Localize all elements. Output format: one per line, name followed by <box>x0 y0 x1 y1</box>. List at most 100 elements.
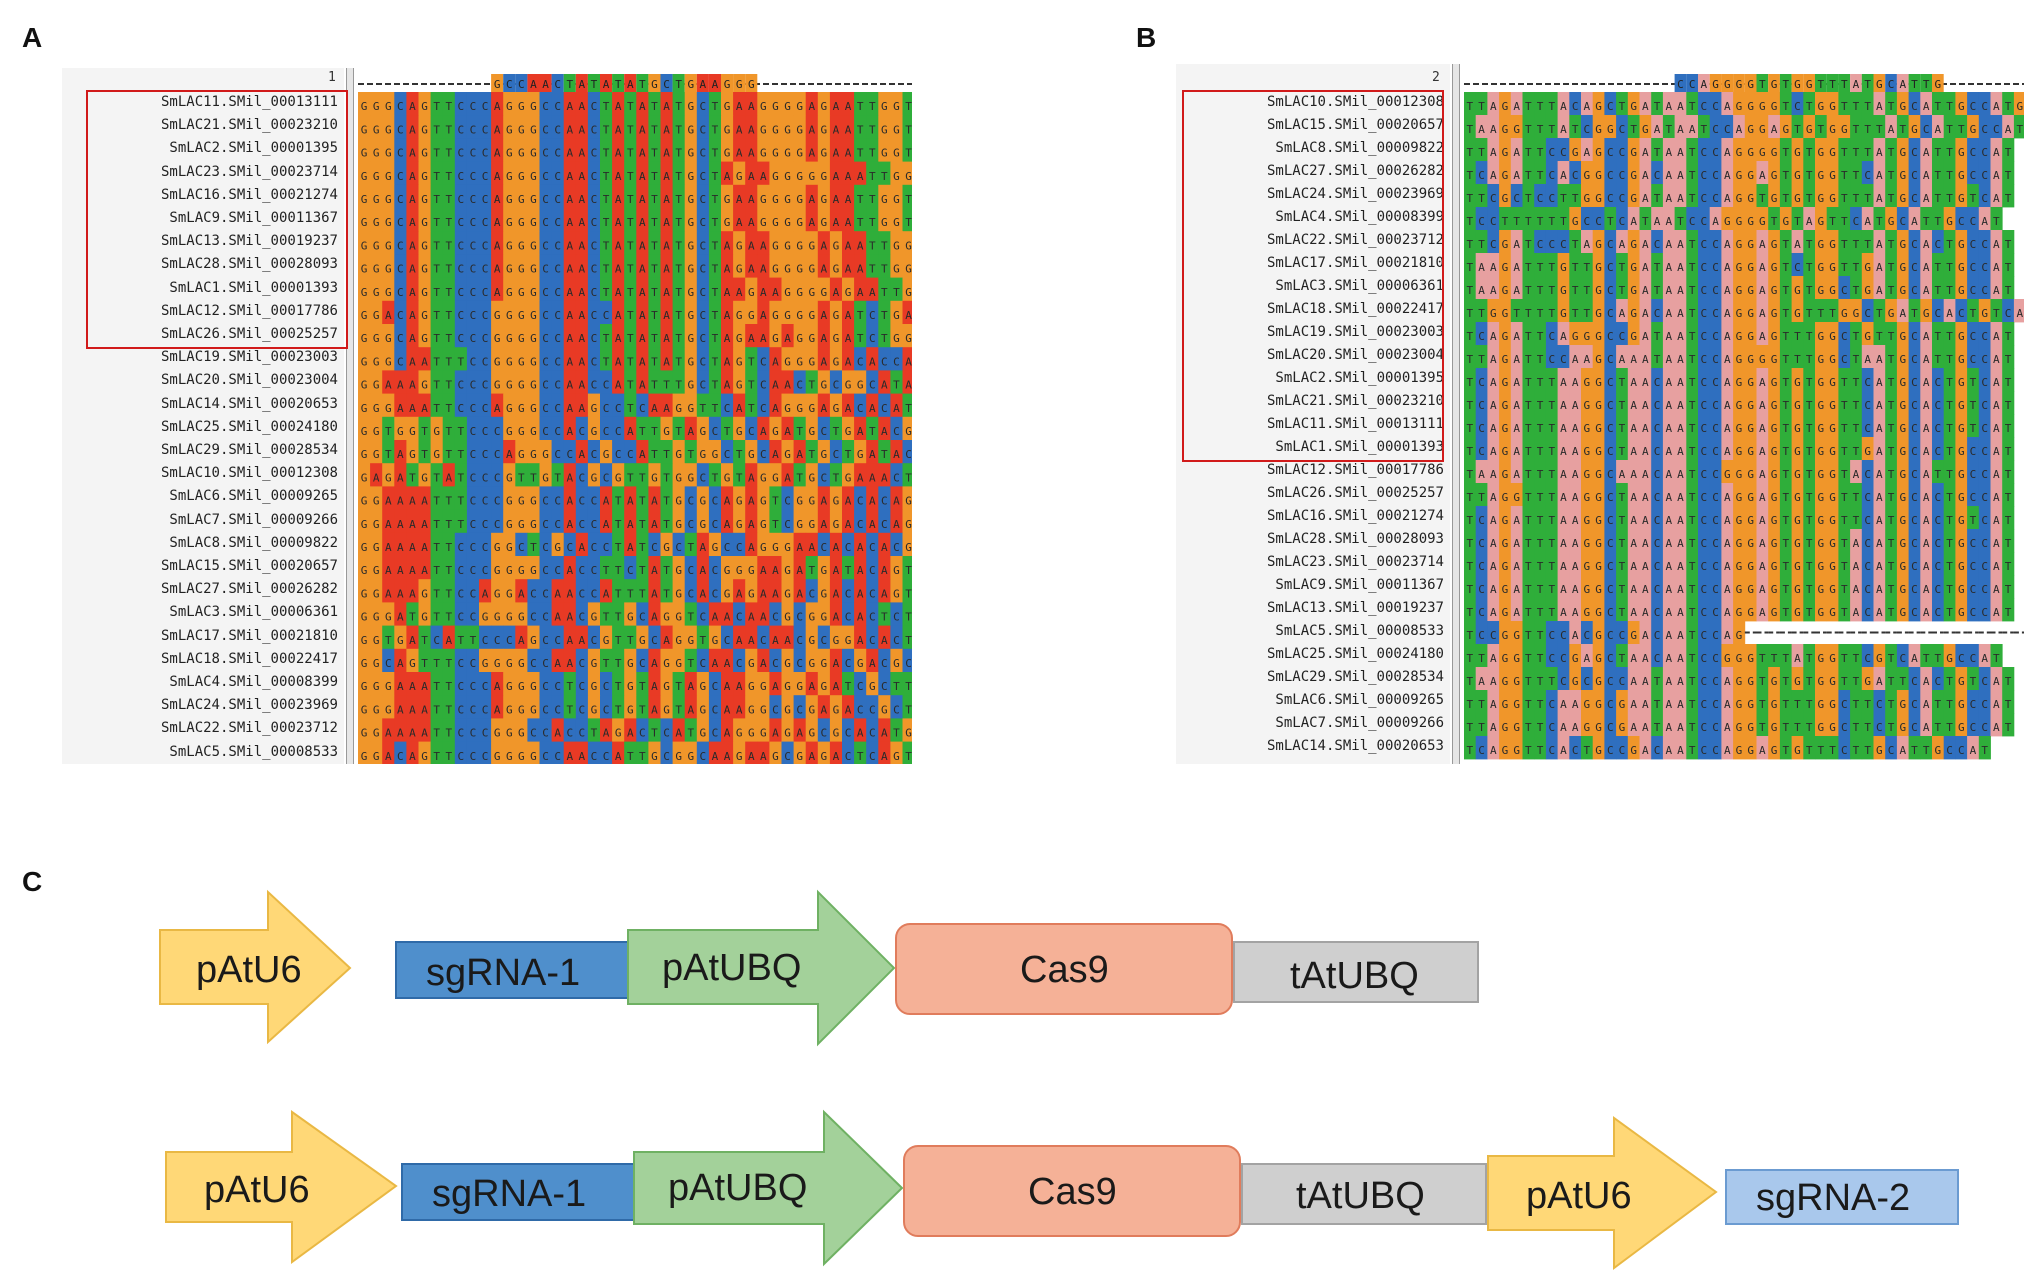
base-letter: C <box>470 170 477 183</box>
base-cell <box>454 161 468 186</box>
sequence-name[interactable]: SmLAC28.SMil_00028093 <box>160 256 338 273</box>
sequence-name[interactable]: SmLAC27.SMil_00026282 <box>160 581 338 598</box>
base-cell <box>878 115 891 139</box>
sequence-name[interactable]: SmLAC7.SMil_00009266 <box>169 511 338 528</box>
sequence-name[interactable]: SmLAC13.SMil_00019237 <box>160 233 338 250</box>
base-letter: C <box>554 147 561 160</box>
base-cell <box>890 184 903 209</box>
base-letter: A <box>494 100 501 113</box>
sequence-name[interactable]: SmLAC10.SMil_00012308 <box>160 465 338 482</box>
base-letter: C <box>554 216 561 229</box>
sequence-name[interactable]: SmLAC6.SMil_00009265 <box>169 488 338 505</box>
base-cell <box>418 115 431 139</box>
base-cell <box>842 184 855 209</box>
sequence-name[interactable]: SmLAC11.SMil_00013111 <box>160 94 338 110</box>
base-cell <box>527 231 540 255</box>
sequence-name[interactable]: SmLAC20.SMil_00023004 <box>160 372 338 389</box>
base-cell <box>382 184 395 209</box>
sequence-name[interactable]: SmLAC9.SMil_00011367 <box>169 210 338 226</box>
base-cell <box>817 231 831 255</box>
base-cell <box>491 231 504 255</box>
base-letter: A <box>615 170 622 183</box>
base-letter: C <box>700 216 707 229</box>
sequence-name[interactable]: SmLAC29.SMil_00028534 <box>160 442 338 458</box>
base-cell <box>382 208 395 232</box>
base-letter: A <box>639 263 646 276</box>
sequence-name[interactable]: SmLAC16.SMil_00021274 <box>160 186 338 203</box>
base-letter: A <box>409 239 416 252</box>
base-letter: C <box>397 216 404 229</box>
base-cell <box>684 184 698 209</box>
base-cell <box>696 208 710 232</box>
sequence-name[interactable]: SmLAC15.SMil_00020657 <box>160 558 338 574</box>
base-letter: T <box>712 239 719 252</box>
base-letter: G <box>361 100 368 113</box>
sequence-name[interactable]: SmLAC2.SMil_00001395 <box>169 140 338 157</box>
sequence-name[interactable]: SmLAC8.SMil_00009822 <box>169 534 338 551</box>
base-letter: G <box>385 193 392 206</box>
base-letter: C <box>554 170 561 183</box>
consensus-cell-a <box>612 74 625 92</box>
sequence-name[interactable]: SmLAC24.SMil_00023969 <box>160 697 338 714</box>
base-cell <box>672 231 686 255</box>
base-letter: T <box>651 170 658 183</box>
sequence-name[interactable]: SmLAC3.SMil_00006361 <box>169 604 338 621</box>
sequence-name[interactable]: SmLAC12.SMil_00017786 <box>160 302 338 319</box>
base-letter: G <box>361 216 368 229</box>
sequence-name[interactable]: SmLAC23.SMil_00023714 <box>160 163 338 180</box>
base-letter: G <box>796 100 803 113</box>
base-letter: G <box>821 170 828 183</box>
base-cell <box>442 115 456 139</box>
sequence-name[interactable]: SmLAC26.SMil_00025257 <box>160 326 338 342</box>
base-letter: C <box>397 239 404 252</box>
sequence-name[interactable]: SmLAC18.SMil_00022417 <box>160 650 338 667</box>
base-letter: T <box>445 170 452 183</box>
base-cell <box>466 161 480 186</box>
base-cell <box>757 161 770 186</box>
sequence-name[interactable]: SmLAC4.SMil_00008399 <box>169 674 338 690</box>
base-letter: C <box>700 170 707 183</box>
base-cell <box>358 138 371 162</box>
sequence-name[interactable]: SmLAC5.SMil_00008533 <box>169 743 338 760</box>
base-cell <box>479 208 492 232</box>
base-cell <box>479 115 492 139</box>
base-cell <box>612 138 625 162</box>
base-cell <box>660 208 673 232</box>
base-cell <box>684 161 698 186</box>
sequence-name[interactable]: SmLAC21.SMil_00023210 <box>160 117 338 134</box>
base-cell <box>382 138 395 162</box>
base-cell <box>563 254 577 278</box>
base-letter: G <box>687 170 694 183</box>
base-cell <box>721 208 734 232</box>
base-letter: G <box>772 100 779 113</box>
base-letter: T <box>603 216 610 229</box>
base-letter: T <box>445 193 452 206</box>
sequence-name[interactable]: SmLAC22.SMil_00023712 <box>160 720 338 737</box>
base-letter: G <box>881 123 888 136</box>
base-cell <box>636 138 649 162</box>
base-letter: A <box>724 239 731 252</box>
base-letter: G <box>687 263 694 276</box>
base-cell <box>805 254 819 278</box>
base-letter: T <box>651 193 658 206</box>
sequence-name[interactable]: SmLAC17.SMil_00021810 <box>160 627 338 644</box>
base-letter: G <box>760 147 767 160</box>
base-cell <box>515 231 528 255</box>
base-cell <box>745 208 758 232</box>
sequence-name[interactable]: SmLAC25.SMil_00024180 <box>160 418 338 435</box>
base-letter: G <box>373 239 380 252</box>
sequence-name[interactable]: SmLAC14.SMil_00020653 <box>160 395 338 412</box>
base-cell <box>563 231 577 255</box>
sequence-name[interactable]: SmLAC1.SMil_00001393 <box>169 279 338 296</box>
sequence-name[interactable]: SmLAC19.SMil_00023003 <box>160 349 338 366</box>
base-cell <box>854 254 867 278</box>
base-letter: A <box>566 147 573 160</box>
base-letter: T <box>651 100 658 113</box>
column-separator-a[interactable] <box>346 68 354 764</box>
base-letter: G <box>881 193 888 206</box>
base-cell <box>479 161 492 186</box>
base-letter: A <box>736 193 743 206</box>
base-cell <box>672 208 686 232</box>
